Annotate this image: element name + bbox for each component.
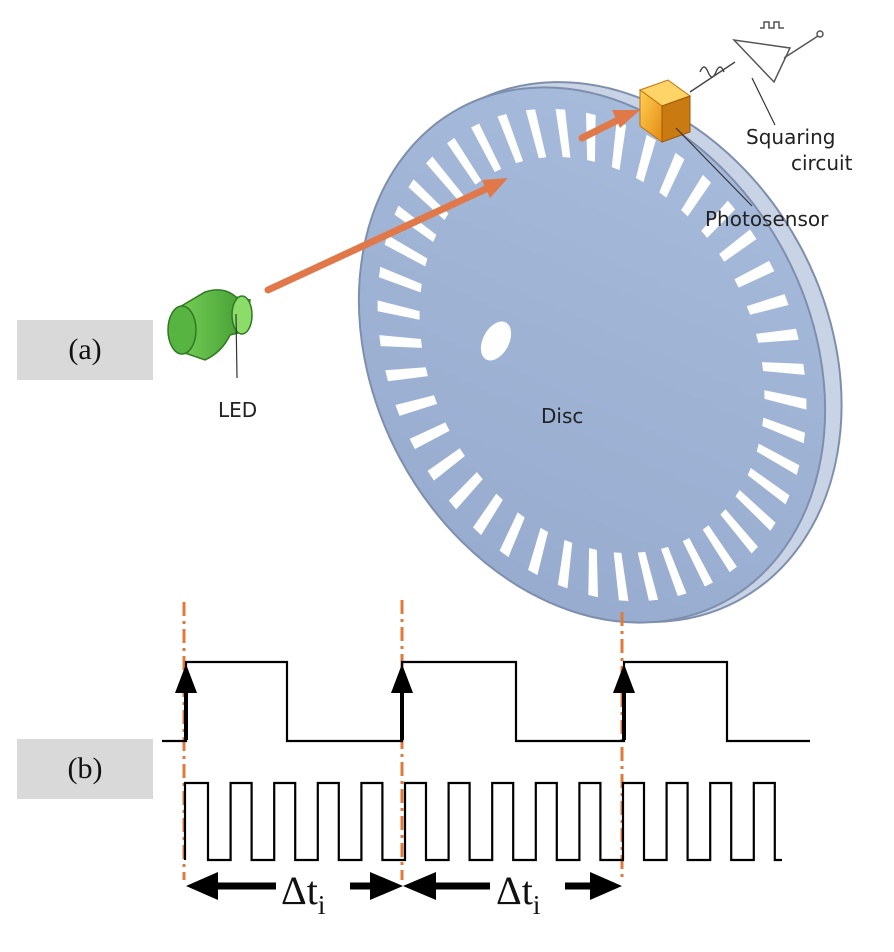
disc-slot (682, 537, 713, 587)
disc-slot (448, 472, 483, 510)
disc-slot (764, 390, 807, 410)
interval-arrow-1 (186, 872, 403, 900)
disc-slot (528, 527, 549, 576)
light-beam (264, 178, 508, 294)
disc-slot (613, 552, 629, 602)
disc-slot (660, 546, 687, 597)
disc-center-hole (480, 321, 512, 361)
disc-slot (378, 266, 422, 293)
disc-slot (637, 551, 659, 601)
disc-slot (659, 152, 685, 198)
squaring-circuit-label-line2: circuit (791, 151, 853, 175)
disc-slot (379, 335, 423, 348)
disc-label: Disc (541, 404, 583, 428)
disc-slot (720, 509, 758, 554)
photosensor-icon (638, 79, 692, 143)
rising-edge-arrow-2 (391, 664, 413, 740)
disc-slot (762, 417, 806, 444)
interval-label-1: Δti (281, 868, 325, 920)
led-leader-line (235, 313, 238, 379)
disc-slot (409, 422, 450, 450)
disc-slot (557, 539, 573, 589)
disc-slot (555, 108, 571, 158)
interval-arrow-2 (403, 872, 622, 900)
squaring-leader-line (751, 77, 776, 126)
disc-slot (473, 493, 503, 536)
disc-slot (701, 200, 736, 238)
rising-edge-arrow-1 (175, 664, 197, 740)
disc-slot (746, 294, 789, 315)
photosensor-label: Photosensor (705, 207, 829, 231)
disc-slot (384, 234, 428, 267)
disc-slot (395, 395, 438, 416)
disc-assembly (357, 81, 843, 624)
disc-slot (756, 443, 800, 476)
beam-to-sensor-arrow (578, 110, 640, 142)
disc-slot (702, 525, 737, 573)
rising-edge-arrows (175, 664, 635, 740)
disc-slot (427, 448, 465, 481)
disc-slot (761, 362, 805, 375)
timing-diagram: Δti Δti (162, 600, 810, 920)
disc-slot (756, 328, 799, 343)
disc-slots (377, 108, 807, 602)
panel-b-label: (b) (17, 739, 153, 799)
disc-slot (447, 137, 482, 185)
photosensor-leader-line (675, 127, 753, 207)
disc-slot (611, 121, 627, 171)
disc-slot (719, 229, 757, 262)
panel-a-label: (a) (17, 320, 153, 380)
disc (357, 86, 827, 624)
led-icon (167, 289, 253, 361)
disc-slot (497, 113, 524, 164)
disc-slot (385, 367, 428, 382)
interval-arrows (186, 872, 622, 900)
squaring-circuit-label-line1: Squaring (746, 125, 835, 149)
sensor-signal-wire (689, 61, 736, 93)
led-label: LED (218, 398, 257, 422)
fast-pulse-signal (183, 781, 782, 862)
disc-slot (525, 109, 547, 159)
disc-slot (734, 260, 775, 288)
rising-edge-arrow-3 (613, 664, 635, 740)
disc-slot (681, 174, 711, 217)
disc-slot (377, 300, 420, 320)
disc-slot (588, 548, 598, 598)
disc-slot (635, 134, 656, 183)
interval-label-2: Δti (496, 868, 540, 920)
squaring-circuit-icon (731, 21, 824, 84)
disc-slot (471, 123, 502, 173)
disc-slot (426, 156, 464, 201)
disc-slot (499, 512, 525, 558)
slow-pulse-signal (162, 660, 810, 743)
disc-slot (735, 489, 776, 531)
disc-slot (747, 467, 790, 505)
